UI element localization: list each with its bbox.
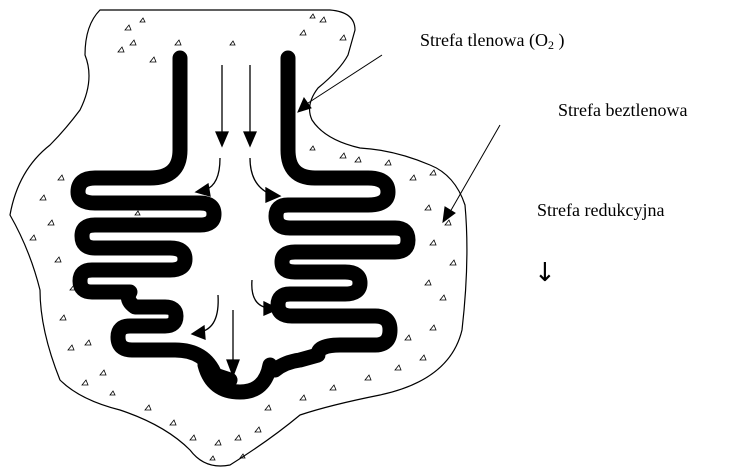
left-curve-arrow-head-1 bbox=[196, 184, 210, 196]
label-anaerobic-zone: Strefa beztlenowa bbox=[558, 100, 687, 121]
left-curve-arrow-head-2 bbox=[192, 326, 205, 339]
label-aerobic-zone: Strefa tlenowa (O2 ) bbox=[420, 30, 564, 53]
label-reduction-zone: Strefa redukcyjna bbox=[537, 200, 664, 221]
down-arrow-head-1 bbox=[216, 132, 228, 146]
label-aerobic-suffix: ) bbox=[554, 30, 565, 50]
label-aerobic-prefix: Strefa tlenowa (O bbox=[420, 30, 548, 50]
crack-walls bbox=[78, 58, 408, 392]
leader-lines bbox=[298, 55, 500, 222]
down-arrow-head-2 bbox=[244, 132, 256, 146]
down-arrow-icon: ↓ bbox=[534, 258, 556, 288]
